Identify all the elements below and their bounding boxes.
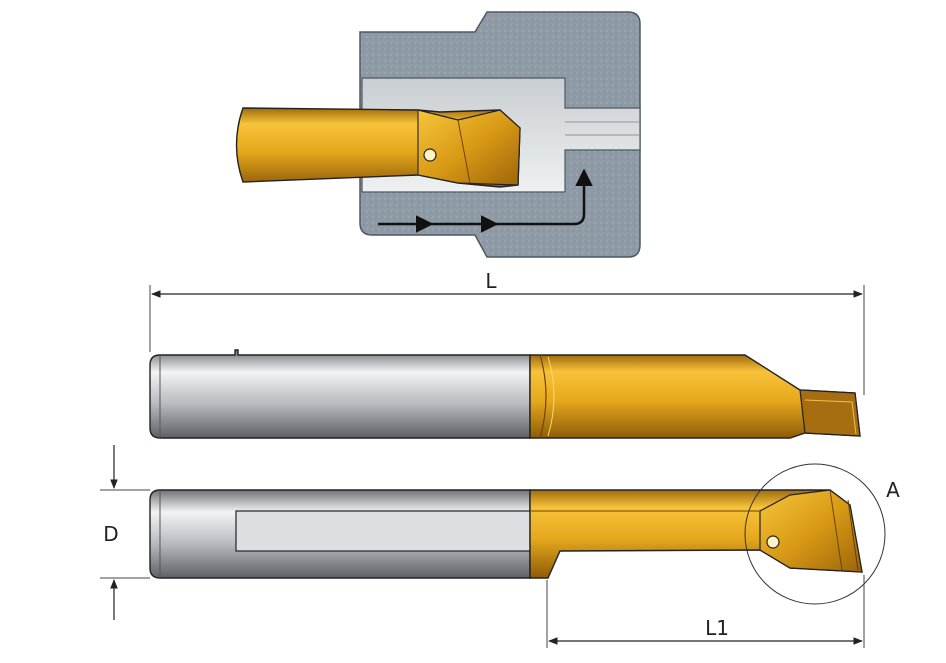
dimension-L1: L1 [546,575,865,648]
tool-side-view [149,349,861,439]
detail-A: A [744,463,900,605]
label-A: A [886,478,900,502]
dimension-L: L [149,269,865,395]
coolant-hole-top [766,535,780,549]
dimension-D: D [100,445,150,620]
coolant-hole [423,148,437,162]
tool-top-view [149,489,863,579]
boring-bar-inserted [235,107,521,188]
clamping-flat [235,510,531,552]
label-L: L [485,269,497,293]
detail-circle [744,463,886,605]
side-insert-tip [799,389,861,437]
label-D: D [103,522,118,546]
label-L1: L1 [705,616,729,640]
tool-path-arrows [378,168,593,233]
